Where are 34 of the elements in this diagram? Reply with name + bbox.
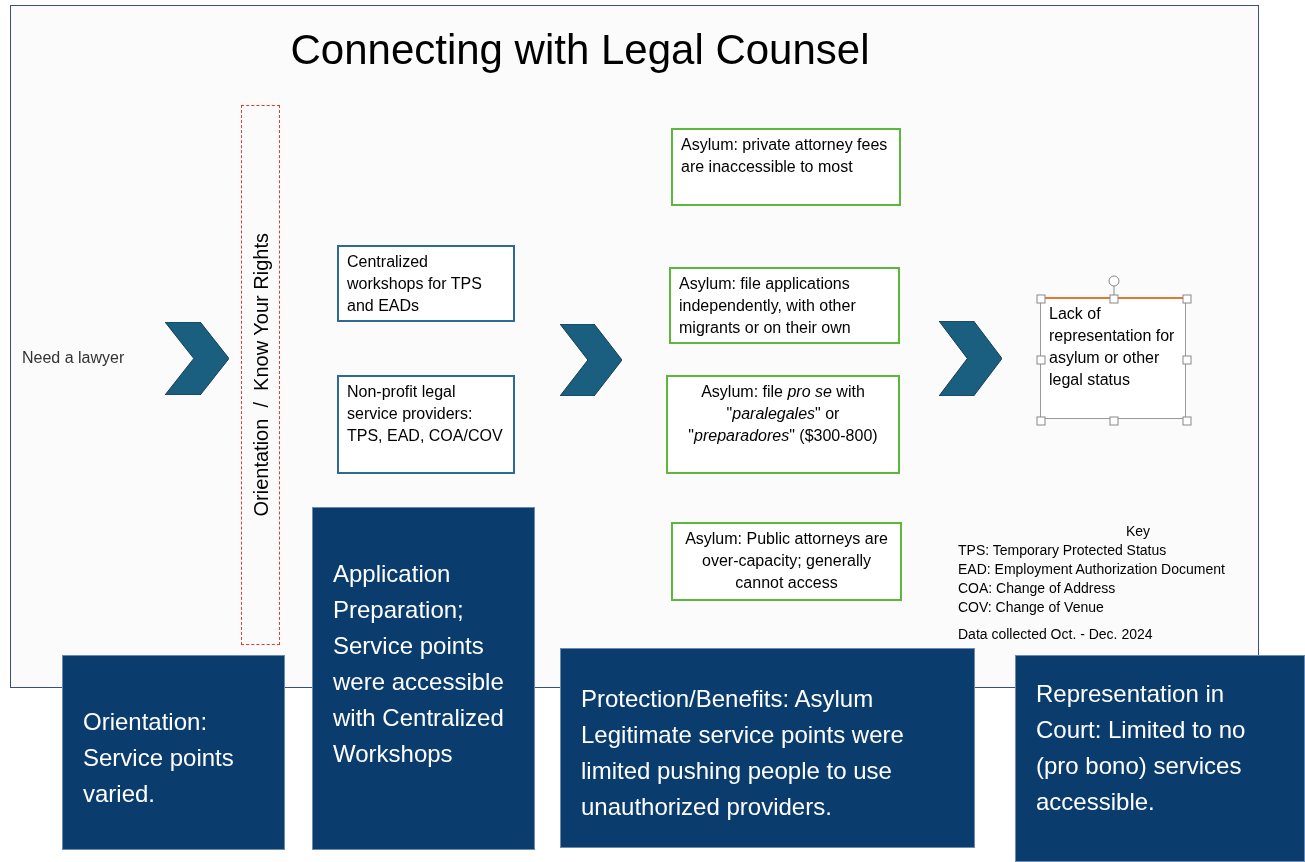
box-text: Centralized workshops for TPS and EADs xyxy=(347,252,483,316)
box-text: Non-profit legal service providers: TPS, EAD, COA/COV xyxy=(347,382,504,446)
process-box xyxy=(337,375,515,474)
process-box xyxy=(669,267,900,344)
key-heading: Key xyxy=(1124,522,1151,541)
box-text: Asylum: Public attorneys are over-capacity; generally cannot access xyxy=(684,529,889,593)
key-note: TPS: Temporary Protected Status xyxy=(958,541,1167,560)
box-text: Asylum: file applications independently, with other migrants or on their own xyxy=(679,274,857,338)
title: Connecting with Legal Counsel xyxy=(289,25,871,75)
chevron-arrow xyxy=(559,323,622,396)
box-text: Representation in Court: Limited to no (pro bono) services accessible. xyxy=(1036,679,1247,817)
process-box xyxy=(671,522,902,601)
box-text: Asylum: private attorney fees are inaccessible to most xyxy=(681,135,889,177)
key-note: EAD: Employment Authorization Document xyxy=(958,560,1225,579)
process-box xyxy=(337,245,515,322)
start-label: Need a lawyer xyxy=(22,348,125,368)
box-text: Protection/Benefits: Asylum Legitimate service points were limited pushing people to use unauthorized providers. xyxy=(581,684,905,822)
stage-box xyxy=(62,655,285,850)
dashed-band xyxy=(241,105,280,645)
stage-box xyxy=(312,507,535,850)
vertical-label: Orientation / Know Your Rights xyxy=(248,233,273,517)
process-box xyxy=(666,375,900,474)
key-note: Data collected Oct. - Dec. 2024 xyxy=(958,625,1153,644)
chevron-arrow xyxy=(938,320,1002,396)
key-note: COV: Change of Venue xyxy=(958,598,1104,617)
stage-box xyxy=(560,648,975,848)
box-text: Lack of representation for asylum or other legal status xyxy=(1049,304,1176,390)
box-text: Application Preparation; Service points were accessible with Centralized Workshops xyxy=(333,559,505,769)
stage-box xyxy=(1015,655,1305,862)
process-box xyxy=(671,128,901,206)
box-text: Asylum: file pro se with "paralegales" or "preparadores" ($300-800) xyxy=(687,382,879,446)
key-note: COA: Change of Address xyxy=(958,579,1116,598)
chevron-arrow xyxy=(164,322,229,395)
box-text: Orientation: Service points varied. xyxy=(83,707,235,809)
